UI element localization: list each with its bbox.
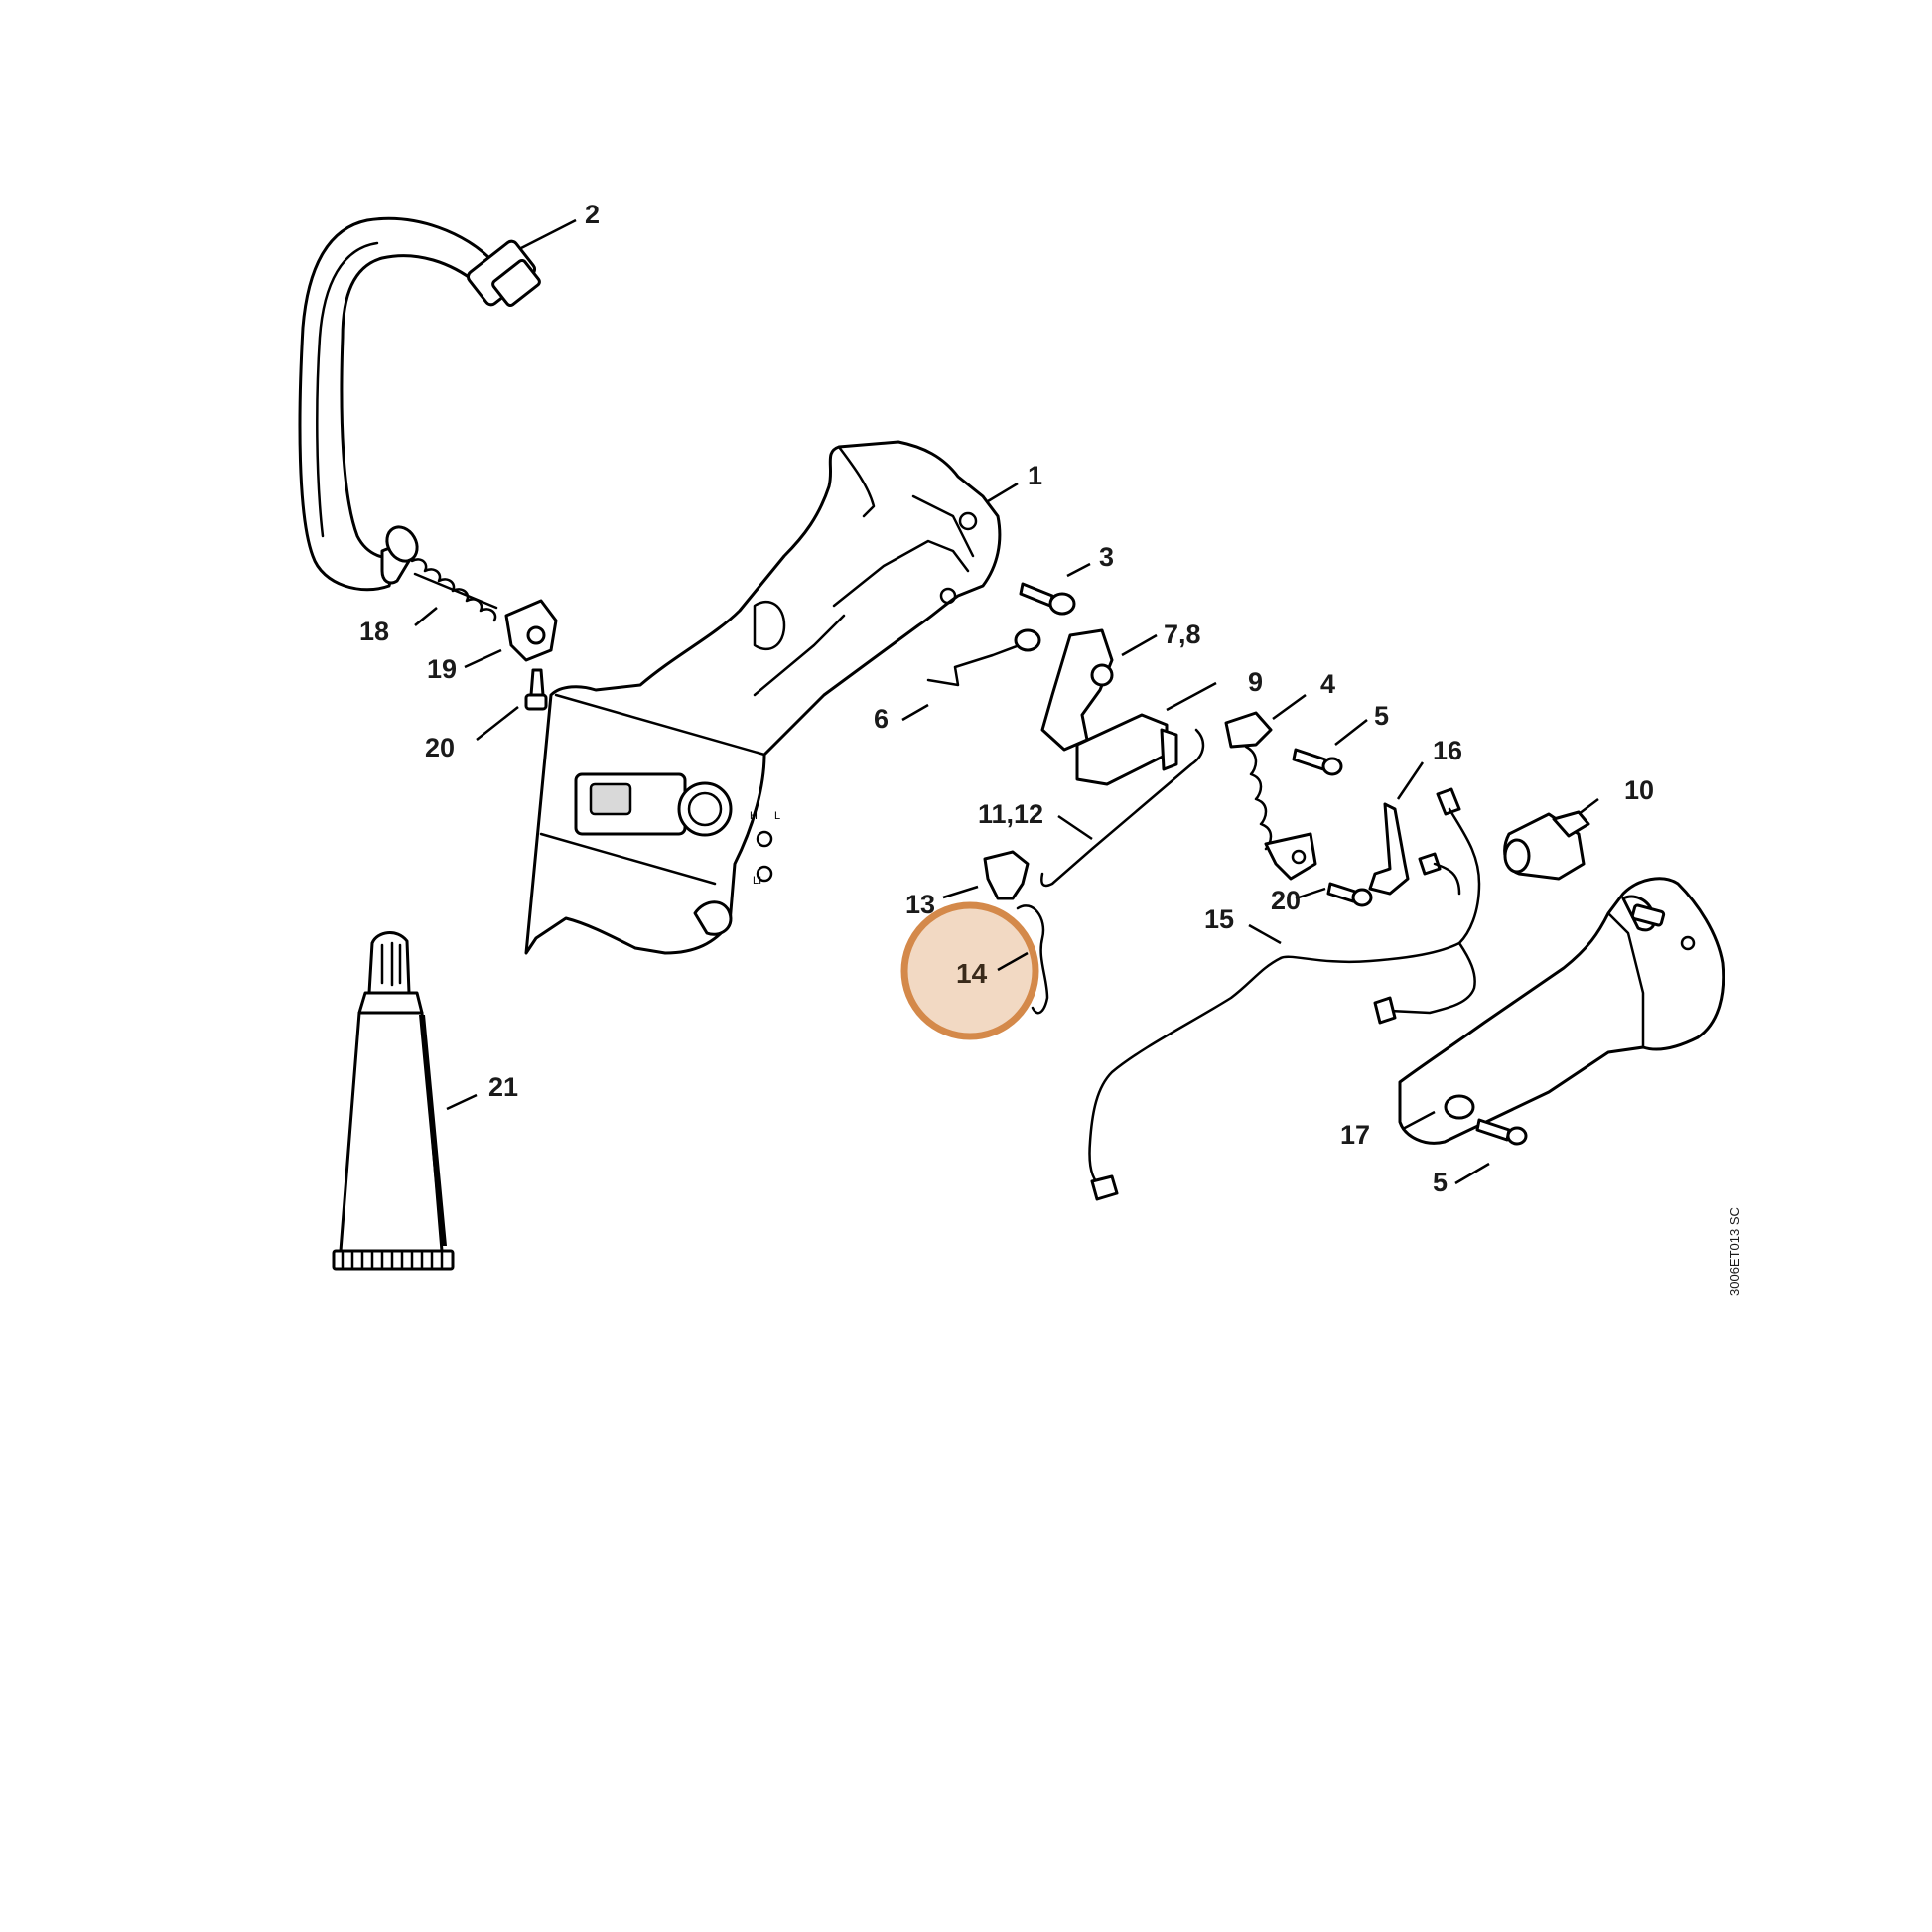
callout-14: 14: [956, 958, 988, 989]
grease-tube-21[interactable]: [332, 931, 455, 1271]
svg-text:H: H: [750, 810, 758, 822]
annular-buffer-spring[interactable]: [410, 558, 498, 622]
throttle-trigger[interactable]: [1040, 628, 1114, 752]
callout-labels: 2 1 3 7,8 9 4 5 16 10 6 11,12 13 14 15 2…: [359, 200, 1654, 1197]
trigger-interlock[interactable]: [1075, 713, 1178, 786]
callout-10: 10: [1624, 775, 1654, 805]
drawing-code: 3006ET013 SC: [1727, 1207, 1742, 1296]
callout-6: 6: [874, 704, 889, 734]
screw-3[interactable]: [1019, 582, 1076, 616]
throttle-rod[interactable]: [1040, 728, 1205, 888]
callout-20-left: 20: [425, 733, 455, 762]
stop-lever-16[interactable]: [1368, 802, 1410, 896]
callout-21: 21: [488, 1072, 518, 1102]
stop-switch-4[interactable]: [1224, 711, 1273, 749]
callout-5-lower: 5: [1433, 1168, 1448, 1197]
screw-left[interactable]: [524, 668, 548, 711]
callout-3: 3: [1099, 542, 1114, 572]
handle-bracket[interactable]: [504, 599, 558, 662]
screw-5-lower[interactable]: [1475, 1118, 1528, 1146]
callout-19: 19: [427, 654, 457, 684]
callout-4: 4: [1320, 669, 1335, 699]
callout-15: 15: [1204, 904, 1234, 934]
handle-molding-17[interactable]: [1398, 877, 1725, 1145]
torsion-spring[interactable]: [926, 628, 1041, 687]
svg-text:L: L: [774, 810, 780, 822]
callout-1: 1: [1028, 461, 1042, 490]
callout-2: 2: [585, 200, 600, 229]
callout-20-right: 20: [1271, 886, 1301, 915]
leader-lines: [414, 218, 1599, 1185]
front-handle-bar[interactable]: [298, 216, 541, 592]
switch-10[interactable]: [1503, 810, 1590, 881]
callout-5-upper: 5: [1374, 701, 1389, 731]
rear-handle-housing[interactable]: H L LI: [524, 440, 1002, 955]
clip-13[interactable]: [983, 850, 1030, 900]
screw-20-right[interactable]: [1326, 882, 1373, 907]
callout-13: 13: [905, 890, 935, 919]
callout-18: 18: [359, 617, 389, 646]
svg-text:LI: LI: [753, 875, 761, 887]
callout-9: 9: [1248, 667, 1263, 697]
callout-16: 16: [1433, 736, 1462, 765]
screw-5-upper[interactable]: [1292, 748, 1343, 776]
torsion-spring-14[interactable]: [1016, 904, 1049, 1015]
short-circuit-wire-15[interactable]: [1088, 787, 1481, 1201]
callout-17: 17: [1340, 1120, 1370, 1150]
annular-buffer-9[interactable]: [1244, 745, 1317, 881]
highlight-circle: [900, 901, 1039, 1040]
callout-7-8: 7,8: [1164, 620, 1201, 649]
callout-11-12: 11,12: [978, 799, 1043, 829]
